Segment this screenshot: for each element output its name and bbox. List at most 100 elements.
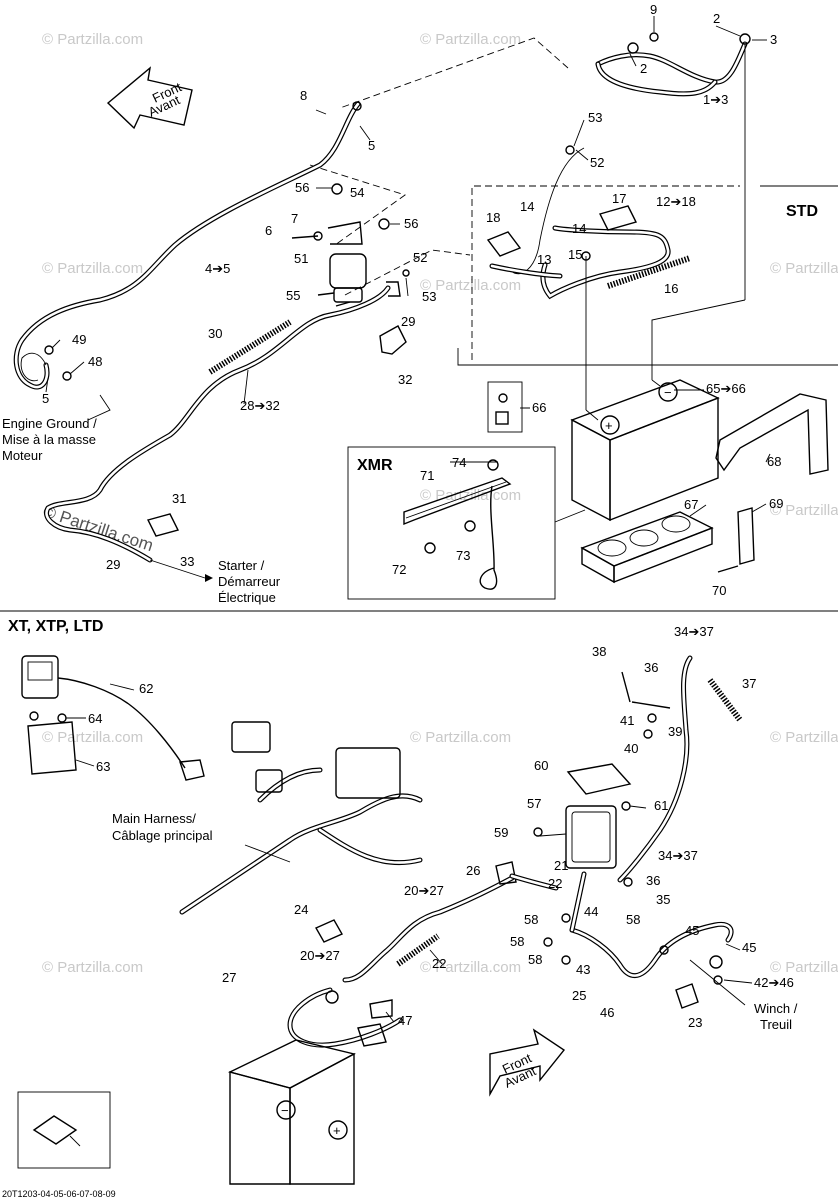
callout: 43	[576, 962, 590, 977]
callout: 5	[368, 138, 375, 153]
watermark: © Partzilla.com	[770, 729, 838, 746]
svg-text:+: +	[333, 1123, 341, 1138]
callouts: 9 2 3 2 1➔3 8 5 53 52 56 54 7 56 6 51 52…	[42, 2, 794, 1030]
callout: 22	[432, 956, 446, 971]
callout: 56	[295, 180, 309, 195]
leader	[87, 394, 111, 421]
callout: 65➔66	[706, 381, 746, 396]
callout: 2	[713, 11, 720, 26]
callout: 15	[568, 247, 582, 262]
inset-47	[17, 1091, 111, 1169]
callout: 46	[600, 1005, 614, 1020]
callout: 42➔46	[754, 975, 794, 990]
callout: 68	[767, 454, 781, 469]
callout: 34➔37	[658, 848, 698, 863]
bolt-kit-box	[487, 381, 523, 433]
callout: 63	[96, 759, 110, 774]
watermark: © Partzilla.com	[420, 487, 521, 504]
callout: 71	[420, 468, 434, 483]
main-harness-label: Main Harness/ Câblage principal	[112, 811, 213, 843]
callout: 73	[456, 548, 470, 563]
svg-text:−: −	[281, 1103, 289, 1118]
callout: 52	[413, 250, 427, 265]
dashed-leader	[344, 249, 471, 296]
callout: 69	[769, 496, 783, 511]
callout: 17	[612, 191, 626, 206]
watermark: © Partzilla.com	[770, 260, 838, 277]
callout: 58	[524, 912, 538, 927]
watermark: © Partzilla.com	[420, 959, 521, 976]
callout: 34➔37	[674, 624, 714, 639]
engine-ground-cable	[13, 101, 362, 390]
callout: 51	[294, 251, 308, 266]
callout: 1➔3	[703, 92, 728, 107]
winch-contactor	[533, 763, 632, 869]
starter-solenoid	[291, 183, 410, 307]
callout: 6	[265, 223, 272, 238]
callout: 44	[584, 904, 598, 919]
engine-ground-label: Engine Ground / Mise à la masse Moteur	[2, 416, 97, 463]
callout: 60	[534, 758, 548, 773]
battery-tray	[580, 511, 714, 584]
callout: 70	[712, 583, 726, 598]
connector-26	[495, 861, 517, 885]
winch-cable	[617, 655, 743, 887]
callout: 47	[398, 1013, 412, 1028]
callout: 54	[350, 185, 364, 200]
callout: 21	[554, 858, 568, 873]
svg-text:Moteur: Moteur	[2, 448, 43, 463]
battery-positive: +	[605, 418, 613, 433]
dashed-leader	[339, 37, 569, 109]
callout: 36	[646, 873, 660, 888]
xt-module	[21, 655, 205, 781]
callout: 18	[486, 210, 500, 225]
callout: 13	[537, 252, 551, 267]
starter-cable	[44, 285, 391, 563]
callout: 27	[222, 970, 236, 985]
connector-25	[315, 919, 343, 943]
svg-text:Câblage principal: Câblage principal	[112, 828, 213, 843]
watermark: © Partzilla.com	[420, 277, 521, 294]
callout: 45	[685, 923, 699, 938]
callout: 38	[592, 644, 606, 659]
callout: 9	[650, 2, 657, 17]
callout: 29	[401, 314, 415, 329]
svg-text:Main Harness/: Main Harness/	[112, 811, 196, 826]
starter-boot	[146, 513, 180, 537]
watermark: © Partzilla.com	[42, 729, 143, 746]
callout: 66	[532, 400, 546, 415]
winch-label: Winch / Treuil	[754, 1001, 798, 1032]
winch-motor-cable	[543, 871, 746, 1009]
main-harness	[179, 721, 423, 915]
battery-xt: − +	[228, 1039, 356, 1185]
std-box: STD	[457, 185, 838, 366]
svg-text:Starter /: Starter /	[218, 558, 265, 573]
callout: 28➔32	[240, 398, 280, 413]
watermark: © Partzilla.com	[770, 502, 838, 519]
front-arrow-top: Front Avant	[106, 66, 193, 130]
battery-std: + −	[570, 379, 720, 522]
callout: 31	[172, 491, 186, 506]
callout: 62	[139, 681, 153, 696]
callout: 32	[398, 372, 412, 387]
callout: 20➔27	[404, 883, 444, 898]
callout: 40	[624, 741, 638, 756]
callout: 4➔5	[205, 261, 230, 276]
callout: 56	[404, 216, 418, 231]
callout: 5	[42, 391, 49, 406]
svg-text:Treuil: Treuil	[760, 1017, 792, 1032]
callout: 8	[300, 88, 307, 103]
xmr-label: XMR	[357, 457, 393, 474]
callout: 53	[588, 110, 602, 125]
xmr-box: XMR	[347, 446, 586, 600]
callout: 29	[106, 557, 120, 572]
callout: 2	[640, 61, 647, 76]
strap-bracket	[737, 507, 755, 565]
callout: 52	[590, 155, 604, 170]
battery-negative: −	[664, 385, 672, 400]
callout: 3	[770, 32, 777, 47]
leader-lines	[45, 16, 771, 1147]
callout: 61	[654, 798, 668, 813]
callout: 64	[88, 711, 102, 726]
battery-strap	[715, 393, 829, 475]
